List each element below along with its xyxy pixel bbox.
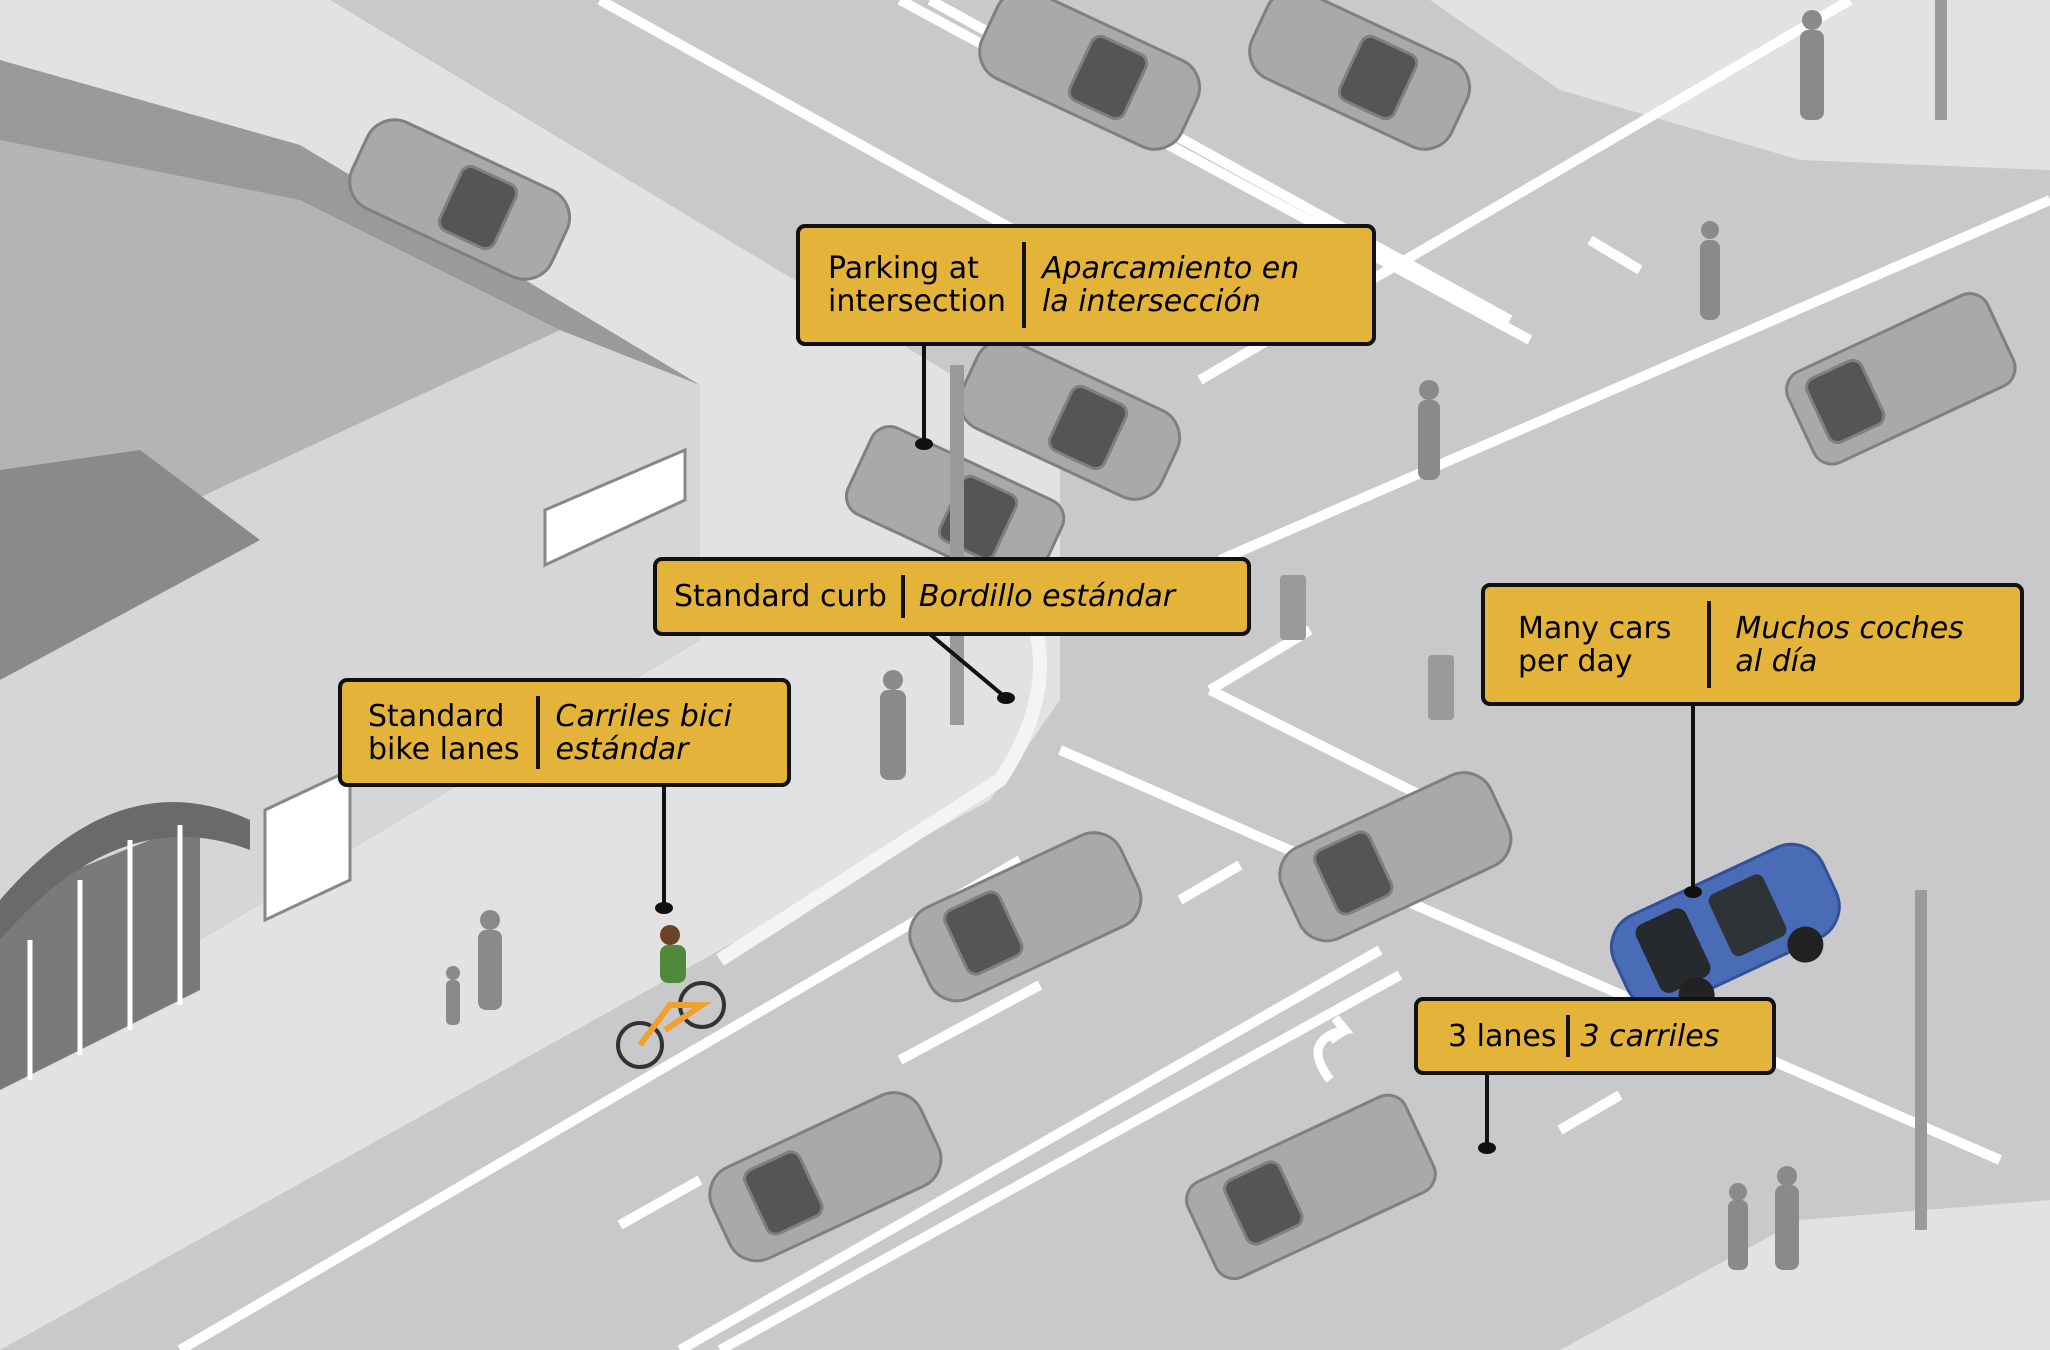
callout-divider	[1021, 242, 1026, 328]
callout-divider	[1566, 1015, 1571, 1057]
car	[1248, 0, 1472, 151]
bike-callout-dot	[655, 902, 673, 914]
callout-spanish-text: 3 carriles	[1580, 1018, 1720, 1054]
pedestrians	[446, 10, 1824, 1270]
parked-and-moving-cars	[348, 0, 2017, 1281]
cyclist	[616, 925, 726, 1069]
callout-divider	[1707, 601, 1712, 688]
callout-english-text: Parking at intersection	[828, 251, 1006, 319]
callout-3-lanes: 3 lanes 3 carriles	[1414, 997, 1776, 1075]
highlighted-blue-car	[1610, 842, 1841, 1014]
callout-spanish-text: Muchos coches al día	[1735, 610, 1964, 679]
car	[958, 338, 1182, 501]
car	[708, 1091, 943, 1263]
callout-english-text: Standard bike lanes	[368, 698, 520, 767]
parking-callout-leader	[922, 340, 926, 444]
car	[978, 0, 1202, 151]
lanes-callout-leader	[1485, 1070, 1489, 1148]
car	[1185, 1093, 1437, 1281]
callout-divider	[900, 575, 905, 618]
cars-callout-leader	[1691, 700, 1695, 892]
parking-callout-dot	[915, 438, 933, 450]
callout-standard-bike-lanes: Standard bike lanes Carriles bici estánd…	[338, 678, 791, 787]
callout-standard-curb: Standard curb Bordillo estándar	[653, 557, 1251, 636]
sidewalk-bottom-right	[1560, 1200, 2050, 1350]
car	[1785, 292, 2017, 466]
building	[0, 60, 700, 1090]
callout-english-text: 3 lanes	[1448, 1018, 1557, 1054]
callout-parking-at-intersection: Parking at intersection Aparcamiento en …	[796, 224, 1376, 346]
sidewalk-top-right	[1430, 0, 2050, 170]
callout-spanish-text: Bordillo estándar	[918, 579, 1176, 614]
turn-arrow	[1313, 1015, 1354, 1083]
lanes-callout-dot	[1478, 1142, 1496, 1154]
callout-many-cars-per-day: Many cars per day Muchos coches al día	[1481, 583, 2024, 706]
car	[1278, 771, 1513, 943]
callout-spanish-text: Aparcamiento en la intersección	[1041, 251, 1300, 319]
callout-divider	[535, 696, 540, 769]
callout-spanish-text: Carriles bici estándar	[555, 698, 733, 767]
bike-callout-leader	[662, 780, 666, 908]
car	[348, 118, 572, 281]
callout-english-text: Standard curb	[674, 579, 887, 614]
callout-english-text: Many cars per day	[1518, 610, 1672, 679]
car	[908, 831, 1143, 1003]
cars-callout-dot	[1684, 886, 1702, 898]
